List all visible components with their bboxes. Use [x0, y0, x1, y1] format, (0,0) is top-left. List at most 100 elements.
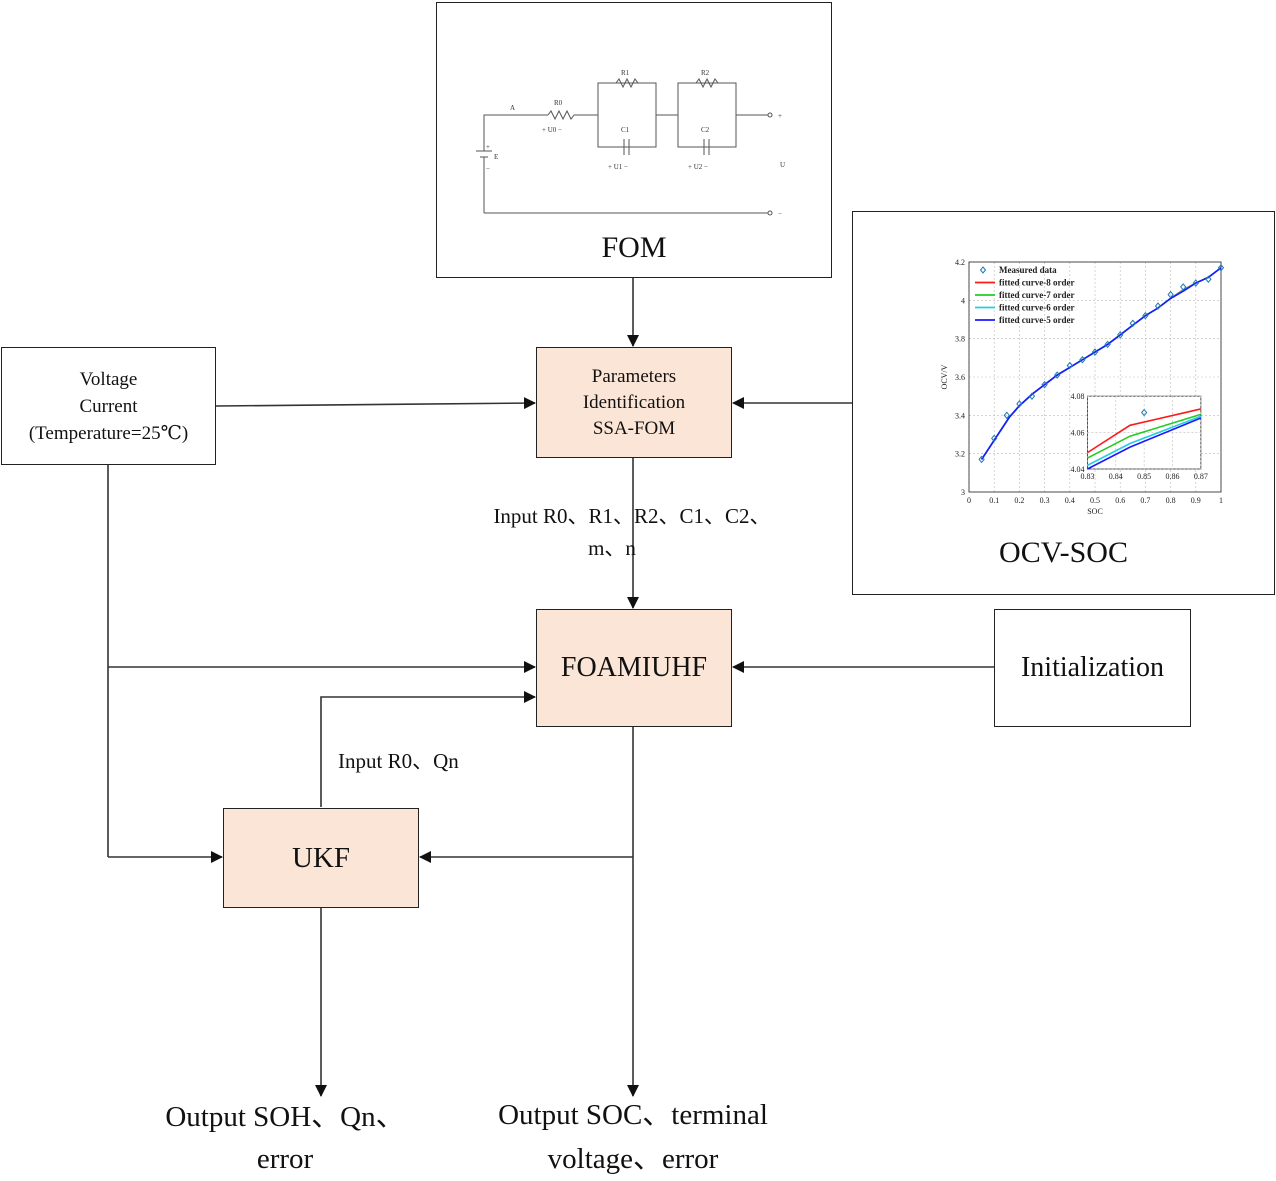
circuit-label-u1: + U1 −	[608, 163, 628, 171]
circuit-label-e: E	[494, 153, 498, 161]
chart-measured-point	[1028, 392, 1035, 400]
inputs-box: Voltage Current (Temperature=25℃)	[1, 347, 216, 465]
chart-measured-point	[1091, 348, 1098, 356]
chart-inset-series-line-3	[1086, 415, 1201, 467]
chart-y-tick-label: 3	[961, 488, 965, 497]
arrow-inputs-to-param-id	[215, 397, 536, 410]
chart-inset-x-tick-label: 0.84	[1108, 472, 1122, 481]
chart-axes-frame	[968, 261, 1221, 493]
chart-measured-point	[1040, 380, 1048, 389]
chart-legend-entry: fitted curve-5 order	[999, 315, 1074, 325]
chart-measured-point	[1141, 311, 1149, 320]
edge-label-r0-qn: Input R0、Qn	[338, 749, 459, 773]
chart-x-tick-label: 0.2	[1014, 496, 1024, 505]
chart-measured-point	[1179, 283, 1186, 291]
fom-caption: FOM	[601, 231, 667, 264]
chart-measured-point	[1066, 361, 1073, 370]
chart-inset-series-line-2	[1086, 413, 1201, 459]
ukf-label: UKF	[291, 841, 350, 874]
chart-x-tick-label: 0.6	[1115, 496, 1125, 505]
arrow-ukf-to-foamiuhf	[320, 691, 536, 807]
chart-x-tick-label: 0.1	[989, 496, 999, 505]
input-current: Current	[79, 395, 138, 417]
chart-measured-point	[1116, 331, 1123, 339]
chart-y-tick-label: 4	[961, 296, 965, 305]
output-soc: Output SOC、terminal voltage、error	[498, 1099, 768, 1175]
chart-inset-series-line-4	[1086, 417, 1201, 470]
circuit-label-c1: C1	[621, 126, 630, 134]
chart-x-tick-label: 0.8	[1165, 496, 1175, 505]
chart-legend-entry: Measured data	[999, 265, 1057, 275]
edge-label-parameters: Input R0、R1、R2、C1、C2、 m、n	[493, 504, 771, 560]
param-id-line-2: Identification	[582, 391, 686, 413]
circuit-label-u2: + U2 −	[688, 163, 708, 171]
chart-inset-x-tick-label: 0.83	[1080, 472, 1094, 481]
param-id-line-3: SSA-FOM	[592, 417, 676, 439]
input-voltage: Voltage	[79, 368, 138, 390]
circuit-node-a: A	[510, 104, 515, 112]
circuit-battery-minus: −	[486, 165, 490, 173]
chart-measured-point	[1166, 290, 1174, 299]
chart-inset-y-tick-label: 4.04	[1070, 465, 1084, 474]
initialization-box: Initialization	[994, 609, 1191, 727]
circuit-label-u: U	[780, 161, 785, 169]
chart-x-tick-label: 1	[1219, 496, 1223, 505]
chart-legend-entry: fitted curve-8 order	[999, 278, 1074, 288]
chart-y-tick-label: 3.8	[955, 335, 965, 344]
chart-inset-x-tick-label: 0.87	[1193, 472, 1207, 481]
ukf-box: UKF	[223, 808, 419, 908]
circuit-label-u0: + U0 −	[542, 126, 562, 134]
chart-y-tick-label: 3.2	[955, 450, 965, 459]
chart-measured-point	[990, 434, 997, 443]
chart-x-axis-label: SOC	[1087, 507, 1103, 516]
param-id-box: Parameters Identification SSA-FOM	[536, 347, 732, 458]
chart-inset-series-line-1	[1086, 408, 1201, 454]
fom-box: A R0 + U0 − R1 C1 + U1 − R2 C2 + U2 − E …	[436, 2, 832, 278]
chart-legend-entry: fitted curve-6 order	[999, 303, 1074, 313]
initialization-label: Initialization	[1020, 652, 1165, 683]
circuit-terminal-minus: −	[778, 210, 782, 218]
chart-x-tick-label: 0.7	[1140, 496, 1150, 505]
output-soh: Output SOH、Qn、 error	[165, 1101, 405, 1175]
chart-y-tick-label: 4.2	[955, 258, 965, 267]
chart-legend-entry: fitted curve-7 order	[999, 290, 1074, 300]
chart-measured-point	[1053, 371, 1060, 379]
chart-x-tick-label: 0.9	[1190, 496, 1200, 505]
chart-measured-point	[1154, 302, 1161, 310]
chart-y-axis-label: OCV/V	[940, 364, 949, 389]
chart-measured-point	[1204, 275, 1212, 284]
chart-measured-point	[1192, 279, 1199, 287]
chart-inset-y-tick-label: 4.06	[1070, 429, 1084, 438]
chart-y-tick-label: 3.6	[955, 373, 965, 382]
chart-y-tick-label: 3.4	[955, 411, 965, 420]
param-id-line-1: Parameters	[591, 365, 677, 387]
chart-legend-marker	[979, 266, 986, 274]
chart-x-tick-label: 0	[967, 496, 971, 505]
ocv-soc-caption: OCV-SOC	[999, 536, 1128, 569]
chart-inset-x-tick-label: 0.86	[1165, 472, 1179, 481]
circuit-label-c2: C2	[701, 126, 710, 134]
chart-measured-point	[1217, 263, 1224, 272]
chart-measured-point	[1129, 319, 1136, 328]
chart-measured-point	[977, 455, 985, 464]
chart-measured-point	[1078, 355, 1086, 364]
chart-x-tick-label: 0.3	[1039, 496, 1049, 505]
circuit-label-r0: R0	[554, 99, 563, 107]
chart-measured-point	[1103, 340, 1111, 349]
chart-inset-measured-point	[1140, 408, 1147, 417]
chart-measured-point	[1015, 400, 1023, 408]
chart-inset-x-tick-label: 0.85	[1137, 472, 1151, 481]
circuit-battery-plus: +	[486, 143, 490, 151]
input-temperature: (Temperature=25℃)	[28, 422, 189, 444]
foamiuhf-label: FOAMIUHF	[560, 652, 708, 683]
circuit-label-r2: R2	[701, 69, 710, 77]
chart-inset-y-tick-label: 4.08	[1070, 392, 1084, 401]
foamiuhf-box: FOAMIUHF	[536, 609, 732, 727]
circuit-label-r1: R1	[621, 69, 630, 77]
chart-x-tick-label: 0.4	[1064, 496, 1074, 505]
chart-measured-point	[1003, 411, 1010, 420]
circuit-terminal-plus: +	[778, 112, 782, 120]
